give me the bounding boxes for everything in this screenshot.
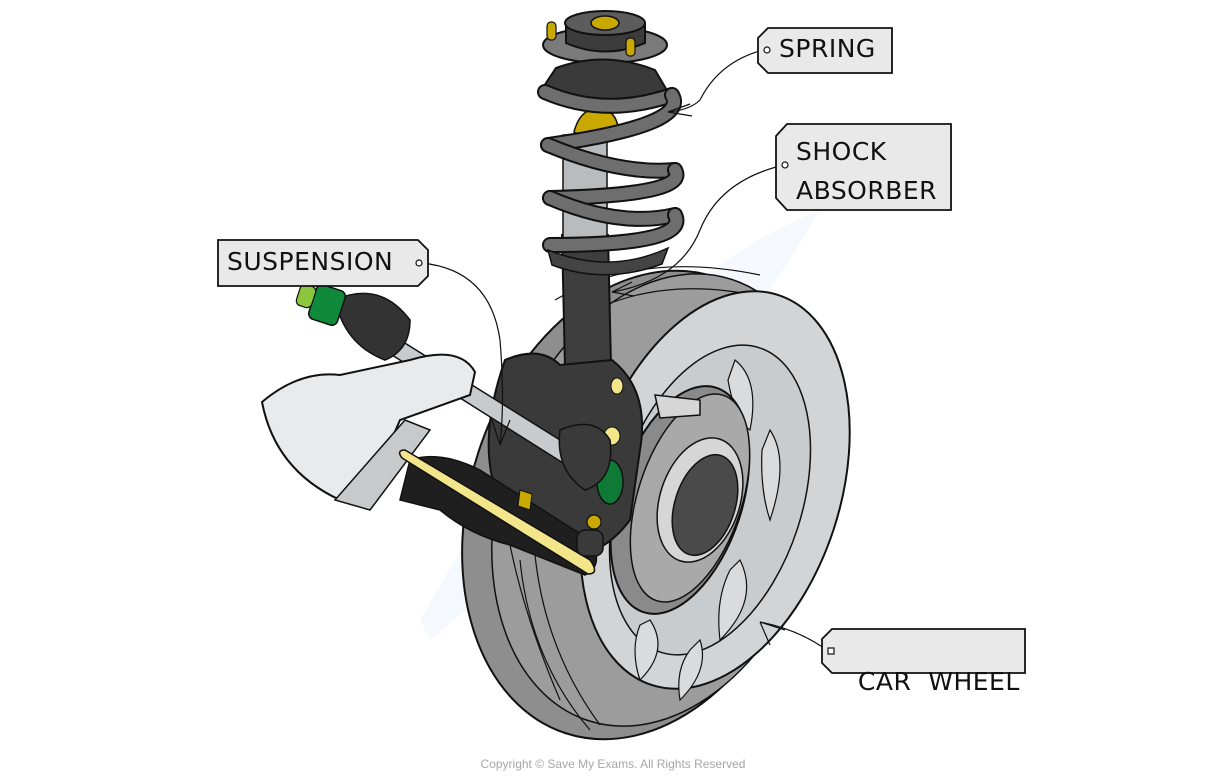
cv-boot-outer <box>558 423 612 491</box>
label-shock-absorber-line-1: SHOCK <box>796 137 887 166</box>
coil-spring <box>537 84 685 253</box>
hub-centre <box>671 453 739 557</box>
label-suspension: SUSPENSION <box>227 247 393 277</box>
leader-line-suspension <box>421 262 504 446</box>
spring-seat-bottom <box>546 246 670 276</box>
label-shock-absorber: SHOCK ABSORBER <box>796 132 937 210</box>
leader-line-spring <box>667 48 768 113</box>
label-spring-text: SPRING <box>779 34 876 63</box>
top-mount-bolt <box>590 15 620 31</box>
label-car-wheel: CAR WHEEL <box>841 637 1020 697</box>
label-tag-shock-absorber <box>775 123 952 211</box>
label-tag-car-wheel <box>821 628 1026 674</box>
label-car-wheel-text: CAR WHEEL <box>857 667 1020 696</box>
label-suspension-text: SUSPENSION <box>227 247 394 276</box>
label-shock-absorber-line-2: ABSORBER <box>796 176 938 205</box>
top-mount-stud-right <box>625 37 636 57</box>
top-mount-stud-left <box>546 21 557 41</box>
label-tag-suspension <box>217 239 429 287</box>
leader-lines <box>421 48 829 652</box>
knuckle-bolt <box>610 377 624 395</box>
label-spring: SPRING <box>779 34 876 64</box>
copyright-notice: Copyright © Save My Exams. All Rights Re… <box>480 757 746 771</box>
rim-spokes <box>634 359 781 702</box>
anti-roll-bar <box>398 449 596 575</box>
subframe-mount <box>260 353 477 502</box>
ball-joint <box>586 514 602 530</box>
cv-boot-inner <box>334 292 411 361</box>
label-tag-spring <box>757 27 893 74</box>
suspension-arm <box>260 353 604 576</box>
ball-joint-housing <box>576 529 604 557</box>
link-bolt <box>517 489 533 511</box>
brake-caliper <box>654 394 701 419</box>
leader-line-shock-absorber <box>611 164 785 293</box>
